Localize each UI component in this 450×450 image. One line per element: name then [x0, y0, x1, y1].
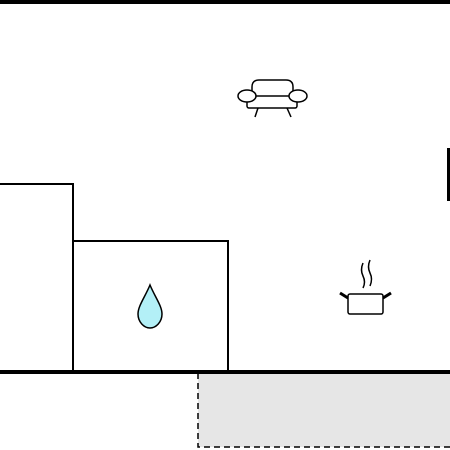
floor-wall: [0, 370, 450, 374]
sofa-icon: [237, 79, 308, 118]
left-room[interactable]: [0, 183, 74, 372]
outdoor-area[interactable]: [197, 372, 450, 448]
water-drop-icon: [137, 283, 163, 329]
top-wall: [0, 0, 450, 4]
cooking-pot-icon: [339, 259, 392, 315]
door-marker: [447, 148, 450, 201]
bathroom[interactable]: [73, 240, 229, 372]
